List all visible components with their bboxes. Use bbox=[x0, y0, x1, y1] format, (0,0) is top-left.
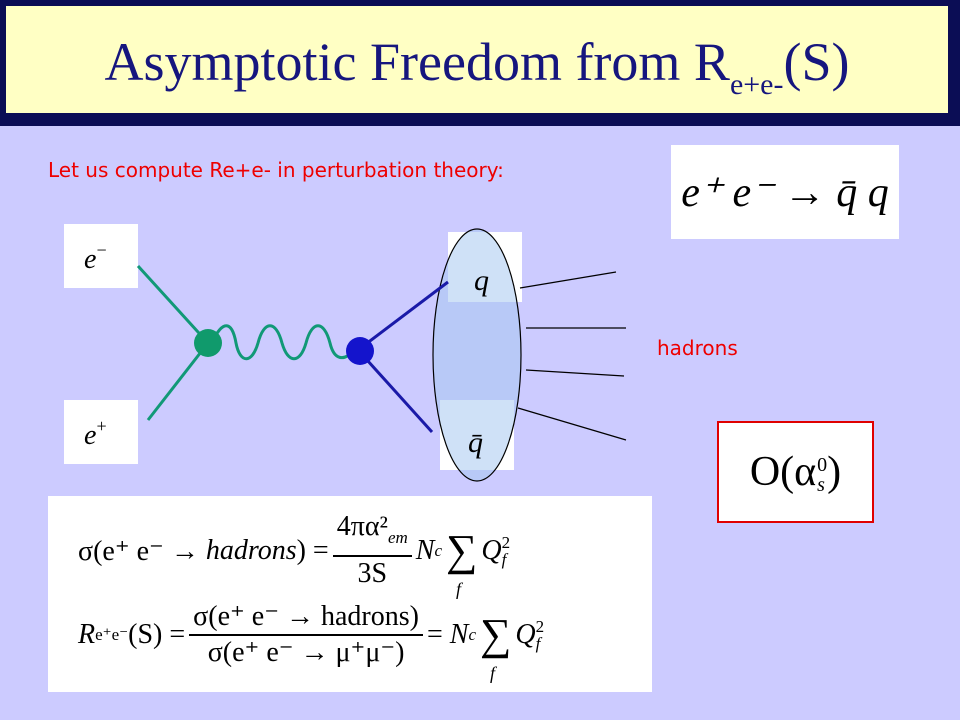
antiquark-line bbox=[356, 348, 434, 434]
electron-label-bg bbox=[64, 224, 138, 288]
electron-line bbox=[136, 264, 210, 345]
positron-label: e+ bbox=[84, 416, 107, 451]
hadron-line-1 bbox=[519, 271, 617, 289]
title-box: Asymptotic Freedom from Re+e-(S) bbox=[4, 4, 950, 115]
hadron-line-3 bbox=[525, 369, 625, 377]
title-band: Asymptotic Freedom from Re+e-(S) bbox=[0, 0, 960, 126]
hadron-blob bbox=[432, 228, 522, 482]
positron-label-bg bbox=[64, 400, 138, 464]
title-subscript: e+e- bbox=[729, 68, 784, 101]
subtitle: Let us compute Re+e- in perturbation the… bbox=[48, 158, 504, 182]
title-tail: (S) bbox=[783, 32, 850, 92]
hadrons-label: hadrons bbox=[657, 336, 738, 360]
electron-vertex bbox=[194, 329, 222, 357]
process-equation: e⁺ e⁻ → q̄ q bbox=[681, 170, 889, 216]
electron-label: e− bbox=[84, 240, 107, 275]
positron-line bbox=[146, 342, 210, 421]
title-main: Asymptotic Freedom from R bbox=[104, 32, 730, 92]
antiquark-label: q̄ bbox=[468, 426, 483, 459]
photon-line bbox=[210, 324, 356, 361]
quark-line bbox=[357, 280, 449, 352]
process-box: e⁺ e⁻ → q̄ q bbox=[671, 145, 899, 239]
slide-title: Asymptotic Freedom from Re+e-(S) bbox=[6, 32, 948, 100]
quark-label: q bbox=[474, 264, 489, 297]
hadron-line-4 bbox=[517, 407, 627, 441]
quark-vertex bbox=[346, 337, 374, 365]
